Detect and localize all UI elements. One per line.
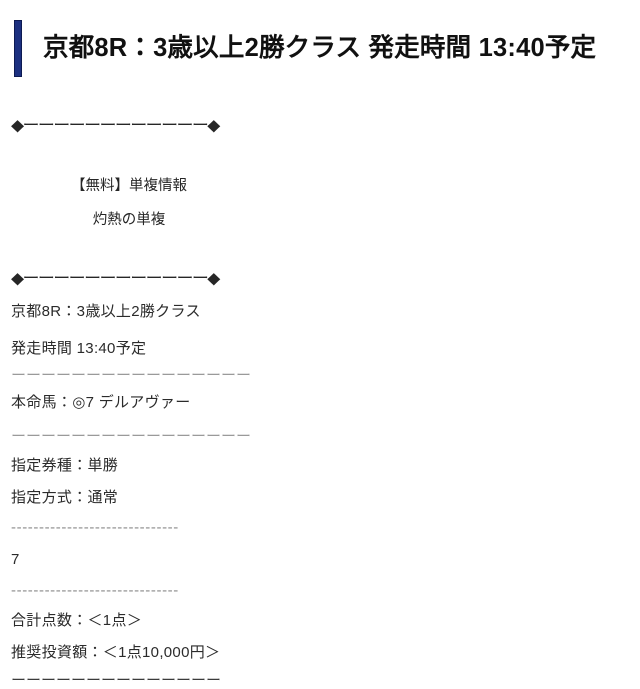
recommended-investment: 推奨投資額：＜1点10,000円＞	[11, 644, 221, 661]
promo-free-label: 【無料】単複情報	[71, 178, 187, 194]
bet-method: 指定方式：通常	[11, 489, 119, 506]
divider-below-honmei: ーーーーーーーーーーーーーーーー	[11, 428, 252, 445]
promo-title: 灼熱の単複	[92, 212, 166, 228]
page-title: 京都8R：3歳以上2勝クラス 発走時間 13:40予定	[43, 33, 597, 62]
race-post-time: 発走時間 13:40予定	[11, 340, 147, 357]
ticket-type: 指定券種：単勝	[11, 457, 119, 474]
horse-number: 7	[11, 551, 20, 568]
page-header: 京都8R：3歳以上2勝クラス 発走時間 13:40予定	[0, 0, 640, 96]
total-points: 合計点数：＜1点＞	[11, 612, 143, 629]
diamond-divider-top: ◆ーーーーーーーーーーーー◆	[11, 116, 220, 135]
honmei-horse: 本命馬：◎7 デルアヴァー	[11, 394, 191, 411]
divider-footer: ーーーーーーーーーーーーーー	[11, 672, 222, 689]
race-name: 京都8R：3歳以上2勝クラス	[11, 303, 201, 320]
title-accent-bar	[14, 19, 22, 77]
divider-above-honmei: ーーーーーーーーーーーーーーーー	[11, 367, 252, 384]
divider-above-horse-number: ------------------------------	[11, 519, 179, 536]
divider-below-horse-number: ------------------------------	[11, 582, 179, 599]
diamond-divider-bottom: ◆ーーーーーーーーーーーー◆	[11, 269, 220, 288]
